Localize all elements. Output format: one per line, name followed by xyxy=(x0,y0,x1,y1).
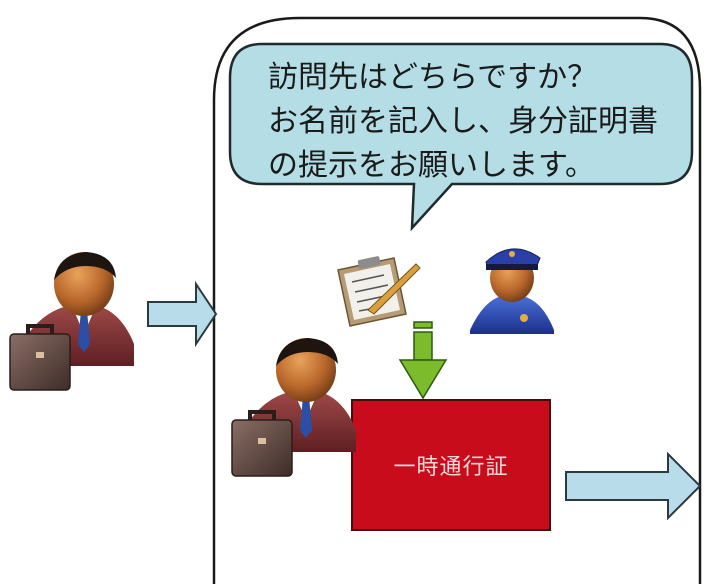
temporary-pass-card xyxy=(351,399,551,531)
speech-bubble-text: 訪問先はどちらですか？ お名前を記入し、身分証明書 の提示をお願いします。 xyxy=(268,56,688,188)
enter-arrow xyxy=(147,280,218,348)
businessman-with-briefcase-icon xyxy=(231,338,356,477)
exit-arrow xyxy=(565,451,702,521)
issue-arrow xyxy=(398,321,448,400)
speech-bubble xyxy=(228,42,694,232)
speech-line: 訪問先はどちらですか？ xyxy=(268,60,598,95)
clipboard-form-icon xyxy=(337,256,421,327)
security-guard-icon xyxy=(470,248,554,334)
temporary-pass-label: 一時通行証 xyxy=(393,455,509,480)
speech-line: の提示をお願いします。 xyxy=(268,148,595,183)
businessman-with-briefcase-icon xyxy=(9,252,134,391)
reception-frame xyxy=(212,16,702,584)
speech-line: お名前を記入し、身分証明書 xyxy=(268,104,658,139)
